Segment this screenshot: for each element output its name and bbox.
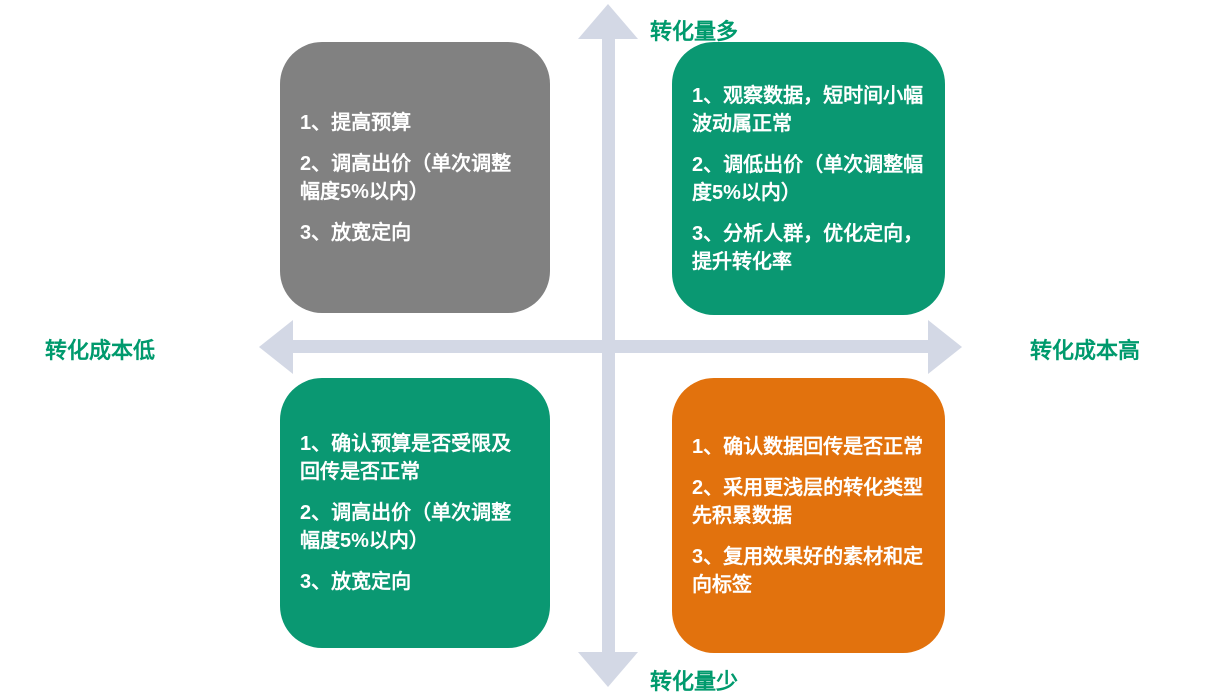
- quadrant-bottom-right: 1、确认数据回传是否正常 2、采用更浅层的转化类型先积累数据 3、复用效果好的素…: [672, 378, 945, 653]
- axis-label-cost-high: 转化成本高: [1030, 338, 1141, 363]
- quadrant-item: 2、调高出价（单次调整幅度5%以内）: [300, 502, 512, 552]
- quadrant-bottom-left: 1、确认预算是否受限及回传是否正常 2、调高出价（单次调整幅度5%以内） 3、放…: [280, 378, 550, 648]
- quadrant-top-left: 1、提高预算 2、调高出价（单次调整幅度5%以内） 3、放宽定向: [280, 42, 550, 313]
- quadrant-item: 3、分析人群，优化定向，提升转化率: [692, 222, 924, 273]
- quadrant-item: 3、放宽定向: [300, 571, 412, 593]
- arrow-up-icon: [578, 4, 638, 39]
- quadrant-item: 1、提高预算: [300, 111, 412, 134]
- axis-label-cost-low: 转化成本低: [45, 338, 156, 363]
- arrow-down-icon: [578, 652, 638, 687]
- arrow-right-icon: [928, 320, 962, 374]
- quadrant-item: 1、观察数据，短时间小幅波动属正常: [692, 84, 924, 135]
- quadrant-item: 1、确认预算是否受限及回传是否正常: [300, 433, 512, 483]
- quadrant-item: 2、调低出价（单次调整幅度5%以内）: [692, 153, 924, 204]
- quadrant-top-right: 1、观察数据，短时间小幅波动属正常 2、调低出价（单次调整幅度5%以内） 3、分…: [672, 42, 945, 315]
- quadrant-item: 3、复用效果好的素材和定向标签: [692, 545, 924, 596]
- quadrant-item: 3、放宽定向: [300, 221, 412, 244]
- horizontal-axis-line: [291, 340, 930, 353]
- quadrant-item: 2、采用更浅层的转化类型先积累数据: [692, 476, 924, 527]
- axis-label-conversions-low: 转化量少: [650, 669, 739, 694]
- quadrant-item: 2、调高出价（单次调整幅度5%以内）: [300, 152, 512, 203]
- quadrant-item: 1、确认数据回传是否正常: [692, 435, 924, 458]
- arrow-left-icon: [259, 320, 293, 374]
- axis-label-conversions-high: 转化量多: [650, 19, 739, 44]
